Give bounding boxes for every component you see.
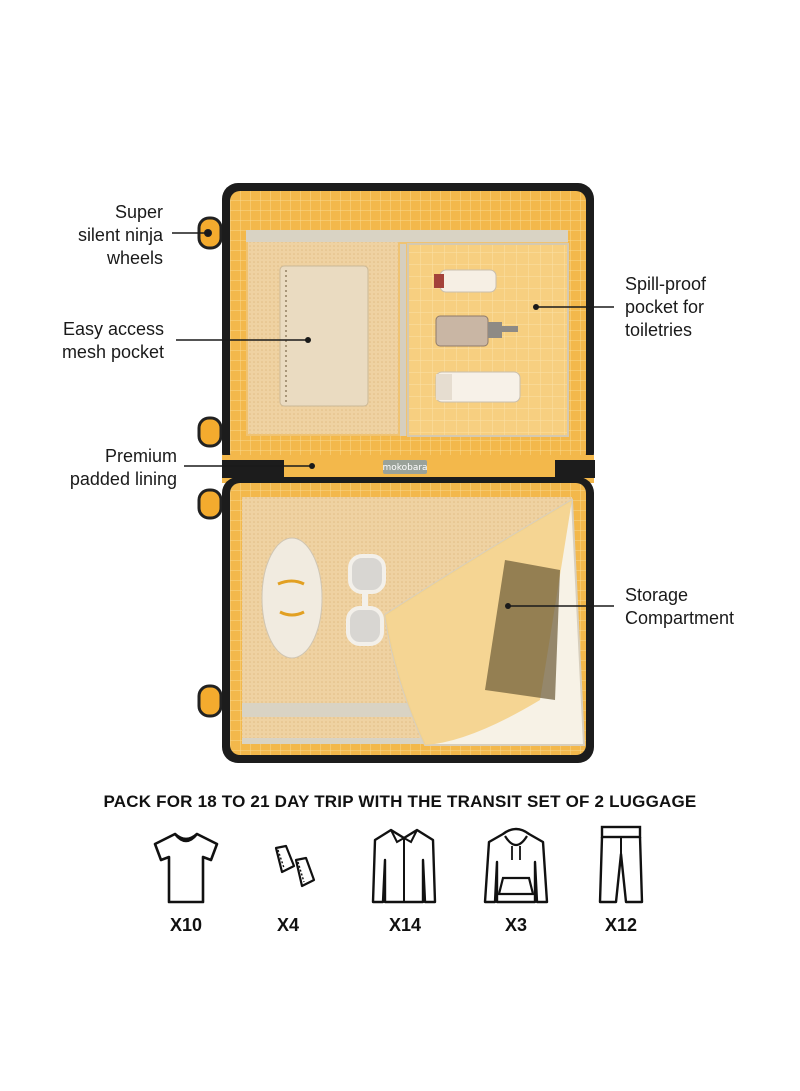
shirt-icon (371, 828, 437, 904)
count-hoodies: X3 (504, 915, 528, 935)
count-tshirts: X10 (169, 915, 203, 935)
eye-mask (261, 537, 323, 659)
count-sneakers: X4 (276, 915, 300, 935)
sunglasses (346, 554, 386, 646)
callout-spill-proof: Spill-proof pocket for toiletries (625, 274, 707, 340)
count-shirts: X14 (388, 915, 422, 935)
wheel-mid-upper (197, 416, 223, 448)
packing-heading: PACK FOR 18 TO 21 DAY TRIP WITH THE TRAN… (103, 792, 697, 811)
hoodie-icon (483, 827, 549, 904)
toiletry-bottles (434, 269, 521, 403)
count-trousers: X12 (604, 915, 638, 935)
brand-tag-text: mokobara (382, 463, 427, 473)
open-suitcase-illustration: mokobara (197, 183, 595, 763)
callout-padded-lining: Premium padded lining (69, 446, 177, 489)
trousers-icon (598, 825, 644, 904)
notebook (279, 265, 369, 407)
callout-leader-lines (172, 230, 614, 609)
wheel-mid-lower (197, 488, 223, 520)
callout-wheels: Super silent ninja wheels (77, 202, 163, 268)
sneakers-icon (274, 844, 316, 888)
storage-compartment-flap (383, 498, 586, 746)
callout-storage: Storage Compartment (625, 585, 735, 628)
tshirt-icon (153, 832, 219, 904)
brand-tag (383, 460, 427, 474)
wheel-bottom-left (197, 684, 223, 718)
callout-mesh-pocket: Easy access mesh pocket (61, 319, 164, 362)
